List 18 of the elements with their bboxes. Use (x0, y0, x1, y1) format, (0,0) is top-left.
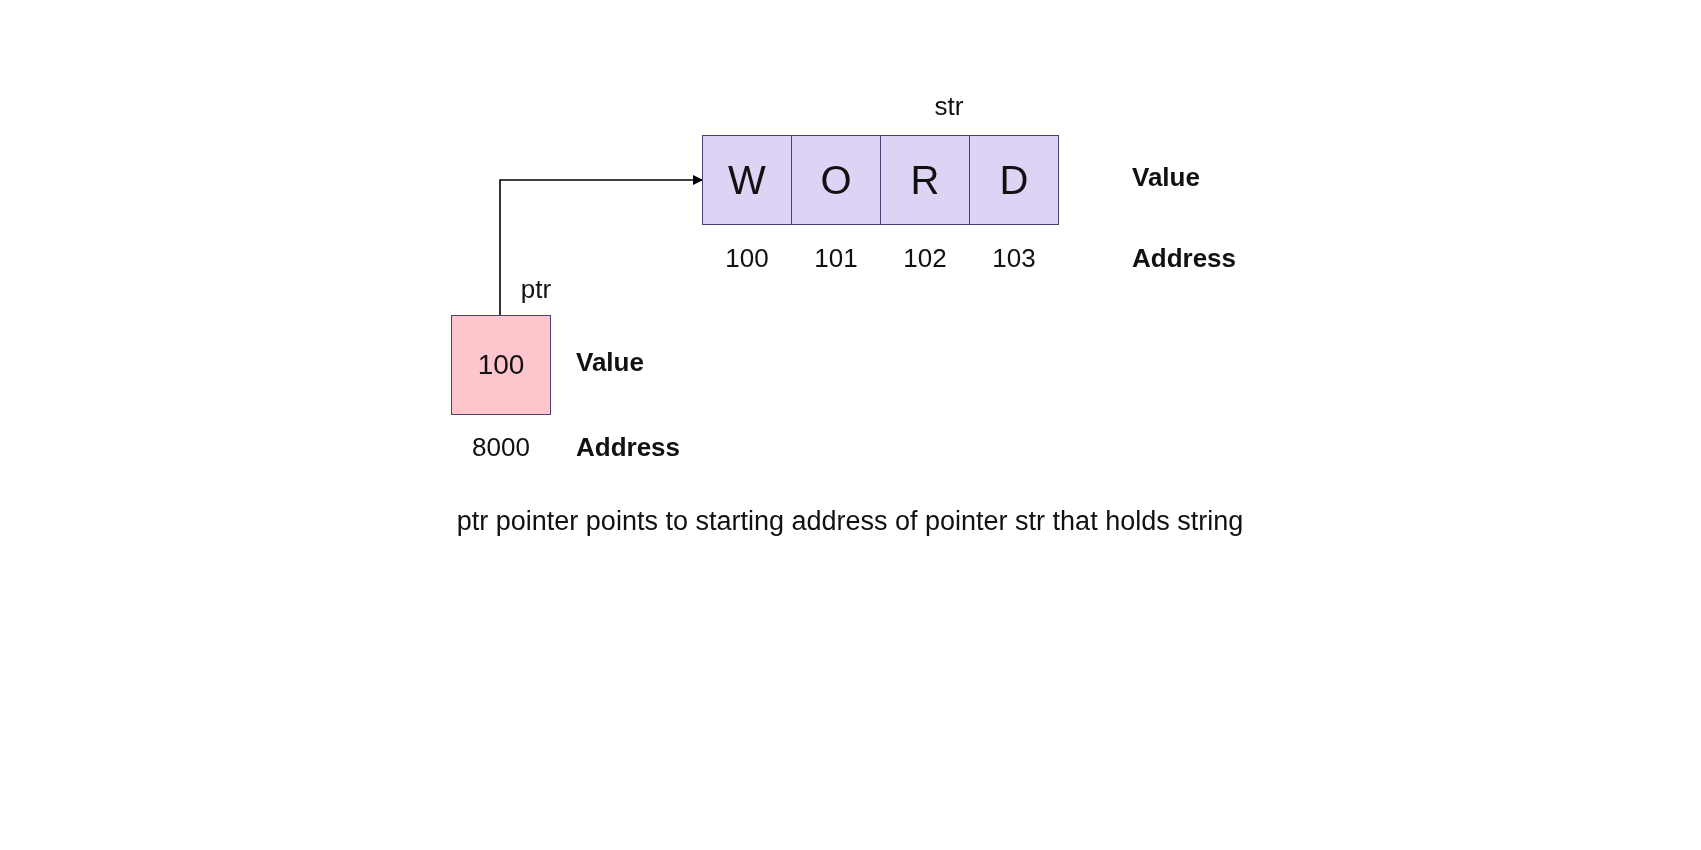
row-label: Address (1132, 242, 1237, 274)
row-label: Value (1132, 161, 1200, 193)
address-label: 102 (903, 242, 947, 274)
caption: ptr pointer points to starting address of pointer str that holds string (456, 505, 1244, 537)
array-cell: W (702, 135, 792, 225)
address-label: 101 (814, 242, 858, 274)
variable-name-label: str (934, 90, 964, 122)
row-label: Value (576, 346, 644, 378)
array-cell: R (880, 135, 970, 225)
address-label: 8000 (472, 431, 530, 463)
array-cell: D (969, 135, 1059, 225)
address-label: 100 (725, 242, 769, 274)
pointer-box: 100 (451, 315, 551, 415)
arrow (499, 175, 703, 316)
array-cell: O (791, 135, 881, 225)
address-label: 103 (992, 242, 1036, 274)
row-label: Address (576, 431, 681, 463)
variable-name-label: ptr (520, 273, 552, 305)
